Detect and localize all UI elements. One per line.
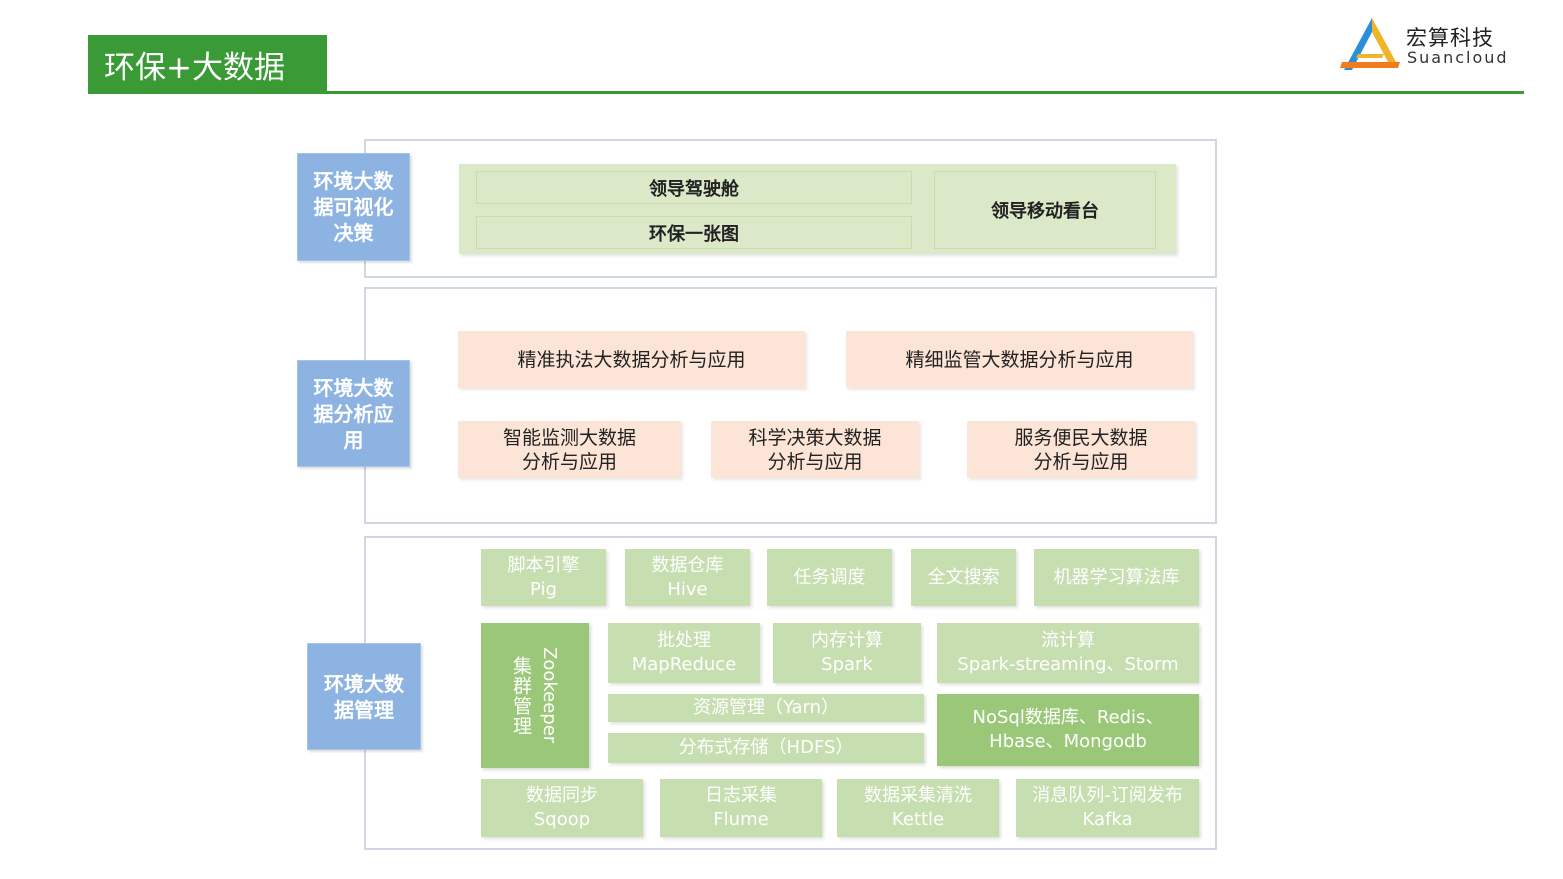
task-scheduling-box: 任务调度 xyxy=(767,549,892,606)
smart-monitoring-line1: 智能监测大数据 xyxy=(502,426,636,449)
kettle-line2: Kettle xyxy=(891,809,945,830)
analysis-layer-label: 环境大数据分析应用 xyxy=(297,360,410,467)
scientific-decision-line1: 科学决策大数据 xyxy=(748,426,882,449)
nosql-line1: NoSql数据库、Redis、 xyxy=(972,707,1164,728)
flume-line1: 日志采集 xyxy=(705,785,777,806)
kafka-line1: 消息队列-订阅发布 xyxy=(1032,785,1183,806)
memory-line2: Spark xyxy=(821,654,873,675)
data-sync-sqoop-box: 数据同步 Sqoop xyxy=(481,779,643,837)
precise-enforcement-analysis-box: 精准执法大数据分析与应用 xyxy=(458,331,805,388)
machine-learning-library-box: 机器学习算法库 xyxy=(1034,549,1199,606)
analysis-layer-frame xyxy=(364,287,1217,524)
batch-line2: MapReduce xyxy=(631,654,737,675)
public-service-line2: 分析与应用 xyxy=(1033,450,1129,473)
logo-chinese-text: 宏算科技 xyxy=(1406,26,1494,50)
message-queue-kafka-box: 消息队列-订阅发布 Kafka xyxy=(1016,779,1199,837)
scientific-decision-line2: 分析与应用 xyxy=(767,450,863,473)
resource-management-yarn-box: 资源管理（Yarn） xyxy=(608,694,924,722)
log-collection-flume-box: 日志采集 Flume xyxy=(660,779,822,837)
flume-line2: Flume xyxy=(713,809,769,830)
kettle-line1: 数据采集清洗 xyxy=(864,785,972,806)
batch-line1: 批处理 xyxy=(657,630,711,651)
kafka-line2: Kafka xyxy=(1082,809,1133,830)
sqoop-line2: Sqoop xyxy=(533,809,591,830)
memory-compute-spark-box: 内存计算 Spark xyxy=(773,623,921,683)
fine-supervision-analysis-box: 精细监管大数据分析与应用 xyxy=(846,331,1193,388)
sqoop-line1: 数据同步 xyxy=(526,785,598,806)
cluster-management-zookeeper-box: 集群管理 Zookeeper xyxy=(481,623,589,768)
public-service-analysis-box: 服务便民大数据 分析与应用 xyxy=(967,421,1195,478)
cluster-management-text: 集群管理 xyxy=(510,655,532,736)
scientific-decision-analysis-box: 科学决策大数据 分析与应用 xyxy=(711,421,919,478)
hive-line2: Hive xyxy=(667,578,708,600)
header-divider xyxy=(88,91,1524,94)
distributed-storage-hdfs-box: 分布式存储（HDFS） xyxy=(608,733,924,763)
nosql-database-box: NoSql数据库、Redis、 Hbase、Mongodb xyxy=(937,694,1199,766)
stream-line2: Spark-streaming、Storm xyxy=(957,654,1179,675)
pig-line1: 脚本引擎 xyxy=(507,554,580,576)
leader-cockpit-box: 领导驾驶舱 xyxy=(476,171,912,204)
stream-line1: 流计算 xyxy=(1041,630,1095,651)
nosql-line2: Hbase、Mongodb xyxy=(989,731,1147,752)
public-service-line1: 服务便民大数据 xyxy=(1014,426,1148,449)
environment-one-map-box: 环保一张图 xyxy=(476,216,912,249)
leader-mobile-view-box: 领导移动看台 xyxy=(934,171,1156,249)
suancloud-logo-icon xyxy=(1340,18,1400,70)
logo-english-text: Suancloud xyxy=(1407,48,1509,67)
visualization-panel xyxy=(459,164,1176,254)
hive-line1: 数据仓库 xyxy=(651,554,724,576)
data-warehouse-hive-box: 数据仓库 Hive xyxy=(625,549,750,606)
script-engine-pig-box: 脚本引擎 Pig xyxy=(481,549,606,606)
memory-line1: 内存计算 xyxy=(811,630,883,651)
full-text-search-box: 全文搜索 xyxy=(911,549,1016,606)
pig-line2: Pig xyxy=(530,578,557,600)
smart-monitoring-analysis-box: 智能监测大数据 分析与应用 xyxy=(458,421,681,478)
page-title: 环保+大数据 xyxy=(88,35,327,93)
smart-monitoring-line2: 分析与应用 xyxy=(521,450,617,473)
stream-compute-box: 流计算 Spark-streaming、Storm xyxy=(937,623,1199,683)
visualization-layer-label: 环境大数据可视化决策 xyxy=(297,153,410,261)
batch-mapreduce-box: 批处理 MapReduce xyxy=(608,623,760,683)
zookeeper-text: Zookeeper xyxy=(539,647,560,744)
management-layer-label: 环境大数据管理 xyxy=(307,643,421,750)
data-collection-cleaning-kettle-box: 数据采集清洗 Kettle xyxy=(837,779,999,837)
